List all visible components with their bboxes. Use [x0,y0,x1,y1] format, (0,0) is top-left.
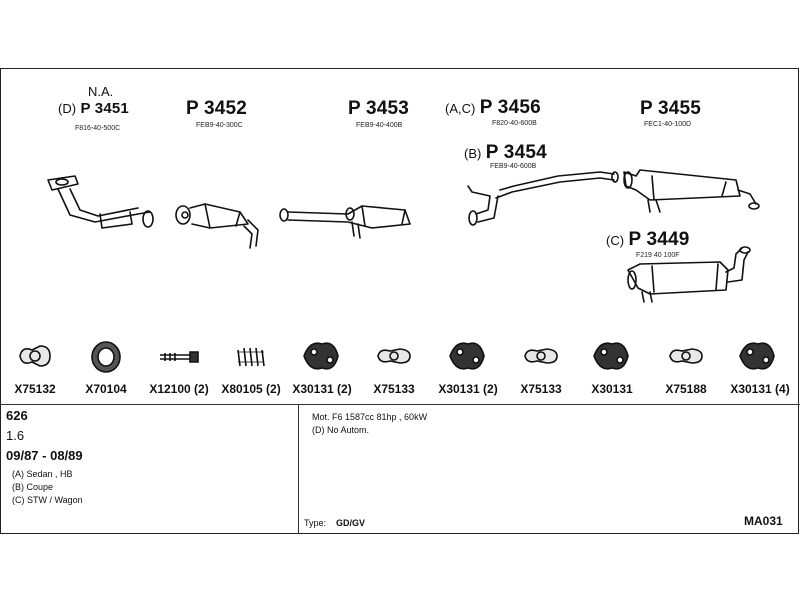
rear-silencer-p3455[interactable] [623,169,760,213]
bolt-icon[interactable] [160,351,199,363]
part-p3449-label[interactable]: (C) P 3449 [606,229,690,251]
accessory-label: X75133 [520,382,562,396]
part-ref: FEB9-40-400B [356,122,403,129]
variant-item: (C) STW / Wagon [12,495,83,505]
part-p3451-label[interactable]: (D) P 3451 [58,100,129,118]
part-code: P 3453 [348,98,410,119]
accessory-label: X80105 (2) [221,382,281,396]
diagram-frame [0,68,799,534]
part-prefix: (C) [606,233,625,248]
part-code: P 3454 [485,142,547,163]
gasket-icon[interactable] [377,348,411,364]
accessory-label: X75188 [665,382,707,396]
part-code: P 3451 [80,100,129,117]
accessory-label: X30131 [591,382,633,396]
part-note: N.A. [88,84,114,99]
rear-silencer-p3449[interactable] [627,246,751,303]
rubber-hanger-icon[interactable] [739,342,775,370]
ring-gasket-icon[interactable] [91,341,121,373]
engine-size: 1.6 [6,428,25,443]
part-code: P 3449 [628,229,690,250]
part-p3452-label[interactable]: P 3452 [186,98,247,120]
divider-line [0,404,800,405]
part-ref: F219 40 100F [636,252,680,259]
part-prefix: (D) [58,101,77,116]
part-ref: F820-40-600B [492,120,537,127]
accessory-label: X30131 (2) [292,382,352,396]
production-years: 09/87 - 08/89 [6,448,83,463]
part-code: P 3455 [640,98,702,119]
divider-line [298,404,299,534]
rubber-hanger-icon[interactable] [303,342,339,370]
middle-silencer-p3453[interactable] [279,205,411,239]
part-p3454-label[interactable]: (B) P 3454 [464,142,547,164]
part-ref: F816-40-500C [75,125,121,132]
part-prefix: (A,C) [445,101,476,116]
spring-icon[interactable] [237,347,265,367]
rubber-hanger-icon[interactable] [449,342,485,370]
intermediate-pipe-p3456[interactable] [467,171,619,226]
vehicle-model: 626 [6,408,28,423]
catalyst-p3452[interactable] [175,203,259,249]
engine-note: (D) No Autom. [312,425,370,435]
accessory-label: X30131 (2) [438,382,498,396]
accessory-label: X30131 (4) [730,382,790,396]
type-label: Type: [304,518,327,528]
part-ref: FEC1-40-100D [644,121,692,128]
part-prefix: (B) [464,146,482,161]
part-p3455-label[interactable]: P 3455 [640,98,701,120]
accessory-label: X12100 (2) [149,382,209,396]
accessory-label: X70104 [85,382,127,396]
part-ref: FEB9-40-600B [490,163,537,170]
rubber-hanger-icon[interactable] [593,342,629,370]
part-code: P 3456 [479,97,541,118]
variant-item: (B) Coupe [12,482,54,492]
part-p3456-label[interactable]: (A,C) P 3456 [445,97,541,119]
part-ref: FEB9-40-300C [196,122,243,129]
accessory-label: X75132 [14,382,56,396]
catalog-code: MA031 [744,514,783,528]
accessory-label: X75133 [373,382,415,396]
type-value: GD/GV [336,518,366,528]
part-code: P 3452 [186,98,248,119]
gasket-icon[interactable] [524,348,558,364]
gasket-icon[interactable] [669,348,703,364]
engine-spec: Mot. F6 1587cc 81hp , 60kW [312,412,428,422]
variant-item: (A) Sedan , HB [12,469,73,479]
front-pipe-p3451[interactable] [47,175,154,229]
gasket-icon[interactable] [19,345,51,367]
part-p3453-label[interactable]: P 3453 [348,98,409,120]
